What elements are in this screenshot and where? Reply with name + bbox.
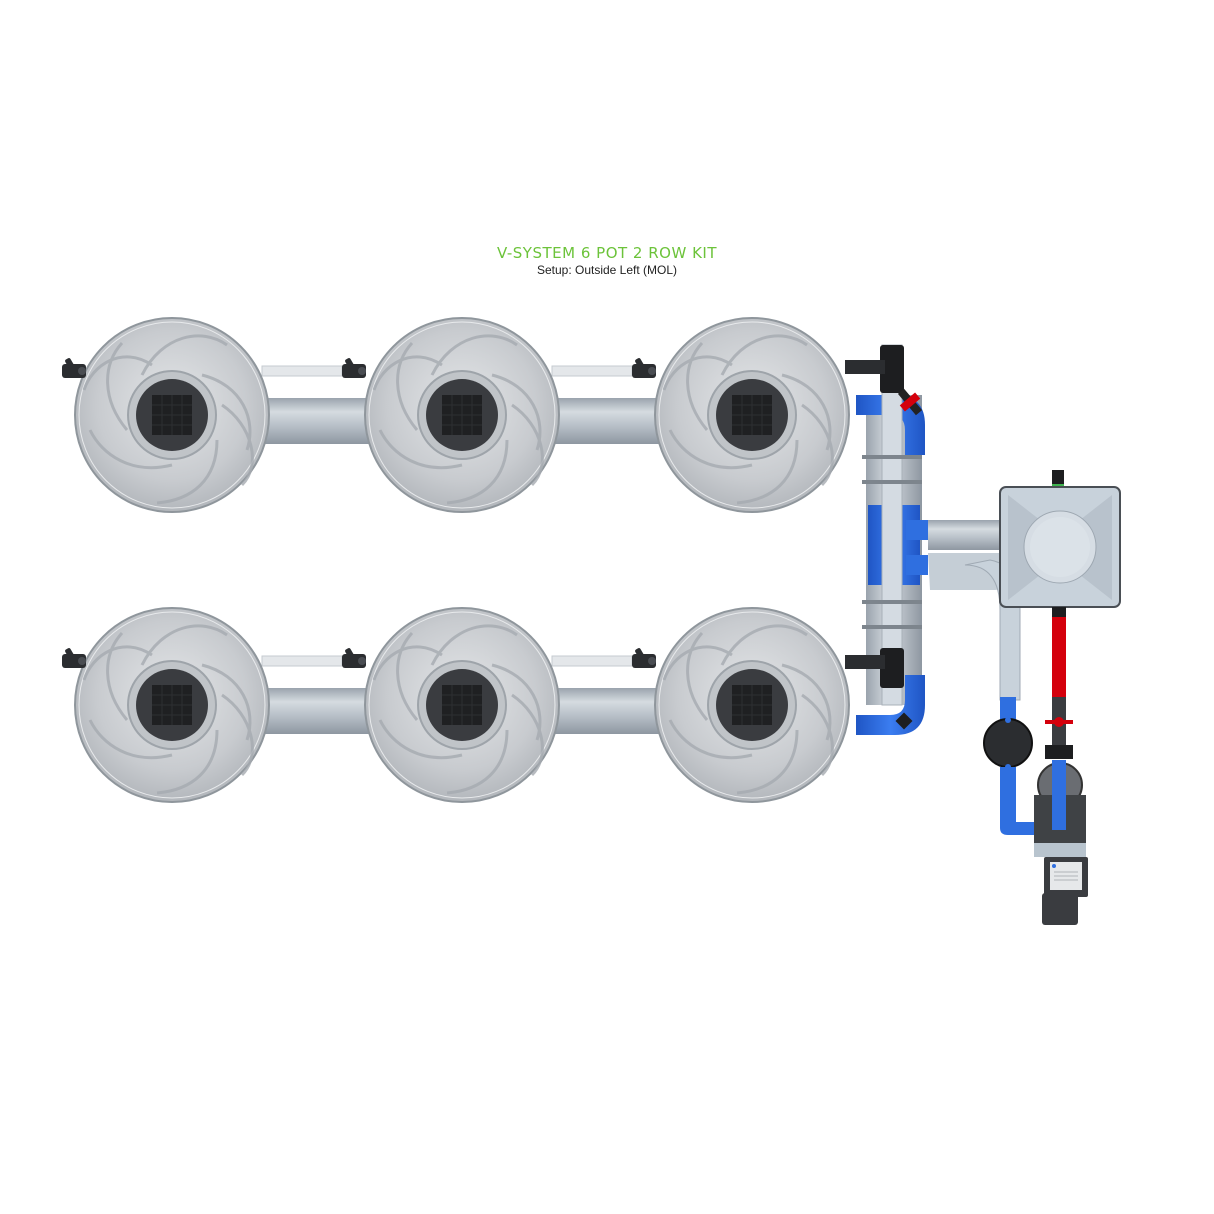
reservoir [999,470,1121,608]
drip-lines [261,365,633,667]
pot-4 [73,606,271,804]
feed-line [1045,607,1073,759]
feed-valve[interactable] [1045,717,1073,727]
row-1-flex-pipes [262,398,672,444]
pot-5 [363,606,561,804]
pot-1 [73,316,271,514]
drain-valve-red[interactable] [893,385,926,419]
manifold [845,344,928,735]
pot-6 [653,606,851,804]
pump [1034,760,1088,925]
pot-2 [363,316,561,514]
kit-setup-subtitle: Setup: Outside Left (MOL) [536,263,678,277]
row-2-flex-pipes [262,688,672,734]
pot-row-1 [73,316,851,514]
kit-title: V-SYSTEM 6 POT 2 ROW KIT [496,244,717,262]
pot-3 [653,316,851,514]
pot-row-2 [73,606,851,804]
drain-cap [895,712,913,730]
